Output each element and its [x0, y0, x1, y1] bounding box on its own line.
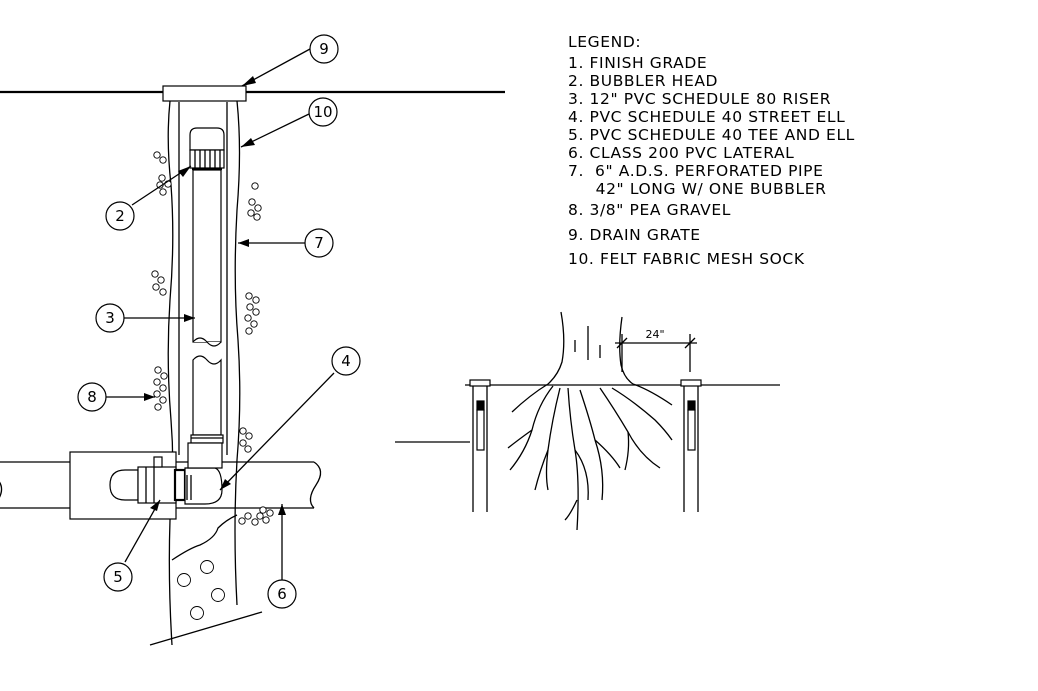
- callout-7: 7: [304, 228, 334, 258]
- drain-grate: [162, 85, 247, 102]
- callout-2: 2: [105, 201, 135, 231]
- dimension-24: 24": [615, 328, 697, 372]
- tree-trunk: [547, 311, 634, 385]
- legend-item: 5. PVC SCHEDULE 40 TEE AND ELL: [568, 126, 855, 144]
- legend-item: 1. FINISH GRADE: [568, 54, 707, 72]
- legend: LEGEND: 1. FINISH GRADE 2. BUBBLER HEAD …: [568, 33, 855, 268]
- callout-6: 6: [267, 579, 297, 609]
- legend-item: 6. CLASS 200 PVC LATERAL: [568, 144, 794, 162]
- callout-label: 5: [113, 568, 123, 586]
- callout-label: 8: [87, 388, 97, 406]
- legend-item: 8. 3/8" PEA GRAVEL: [568, 201, 731, 219]
- callout-label: 2: [115, 207, 125, 225]
- callout-8: 8: [77, 382, 107, 412]
- drain-tube-left: [469, 379, 491, 512]
- ground-break-line: [149, 611, 263, 646]
- pea-gravel: [151, 151, 274, 620]
- callout-label: 10: [313, 103, 332, 121]
- section-detail: 9 10 2 7 3 4 8 5: [0, 34, 505, 646]
- callout-label: 6: [277, 585, 287, 603]
- leader-lines: [106, 48, 335, 580]
- gravel-boundary: [171, 514, 238, 561]
- legend-item: 3. 12" PVC SCHEDULE 80 RISER: [568, 90, 831, 108]
- callout-3: 3: [95, 303, 125, 333]
- legend-item: 9. DRAIN GRATE: [568, 226, 701, 244]
- callout-5: 5: [103, 562, 133, 592]
- pvc-riser: [187, 169, 224, 469]
- dimension-label: 24": [645, 328, 664, 341]
- pvc-lateral: [0, 451, 322, 520]
- callout-label: 9: [319, 40, 329, 58]
- bubbler-head: [189, 127, 225, 171]
- tree-plan-detail: 24": [395, 311, 780, 531]
- callout-label: 4: [341, 352, 351, 370]
- mesh-sock-right-wall: [234, 100, 241, 606]
- legend-item: 42" LONG W/ ONE BUBBLER: [568, 180, 826, 198]
- callout-10: 10: [308, 97, 338, 127]
- legend-item: 2. BUBBLER HEAD: [568, 72, 718, 90]
- legend-item: 7. 6" A.D.S. PERFORATED PIPE: [568, 162, 824, 180]
- callout-4: 4: [331, 346, 361, 376]
- legend-title: LEGEND:: [568, 33, 641, 51]
- drain-tube-right: [680, 379, 702, 512]
- callout-label: 7: [314, 234, 324, 252]
- legend-item: 4. PVC SCHEDULE 40 STREET ELL: [568, 108, 845, 126]
- callout-label: 3: [105, 309, 115, 327]
- tree-roots: [507, 383, 673, 531]
- callout-9: 9: [309, 34, 339, 64]
- legend-item: 10. FELT FABRIC MESH SOCK: [568, 250, 805, 268]
